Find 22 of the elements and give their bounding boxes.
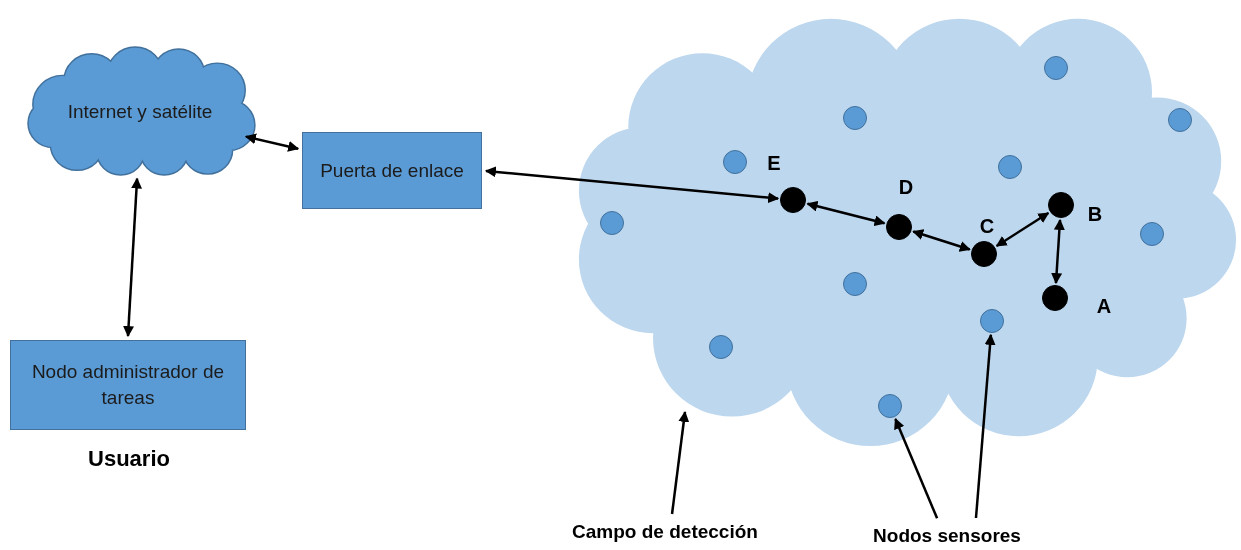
node-letter: B (1087, 202, 1103, 226)
node-label: Puerta de enlace (320, 158, 464, 183)
leader-arrow (670, 410, 690, 515)
node-letter: E (767, 151, 781, 175)
node-letter: D (898, 175, 914, 199)
node-letter: C (979, 214, 995, 238)
double-arrow (484, 166, 780, 204)
node-label: Internet y satélite (67, 100, 213, 125)
double-arrow (123, 177, 142, 338)
double-arrow (806, 200, 886, 227)
double-arrow (995, 212, 1050, 247)
leader-arrow (974, 333, 996, 519)
process-box (302, 132, 482, 209)
caption-text: Usuario (88, 446, 170, 472)
leader-arrow (894, 417, 939, 519)
double-arrow (244, 133, 300, 152)
callout-text: Campo de detección (550, 518, 780, 546)
node-label: Nodo administrador de tareas (30, 360, 226, 410)
callout-text: Nodos sensores (852, 522, 1042, 550)
node-letter: A (1096, 294, 1112, 318)
double-arrow (1051, 218, 1065, 285)
double-arrow (912, 229, 971, 252)
